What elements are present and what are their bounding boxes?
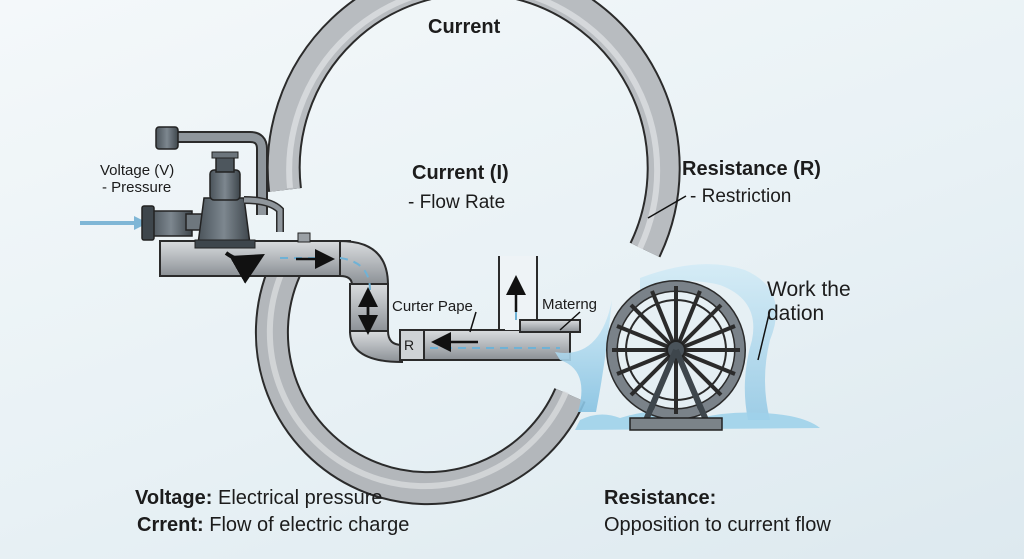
- voltage-sub: - Pressure: [102, 179, 172, 197]
- top-arc-pipe: [266, 0, 681, 258]
- input-arrow: [80, 216, 148, 230]
- work-line-2: dation: [767, 302, 825, 326]
- pump-valve: [141, 126, 311, 249]
- voltage-title: Voltage (V): [100, 162, 175, 179]
- flow-arrows: [224, 249, 526, 352]
- legend-resistance-term: Resistance:: [604, 487, 717, 509]
- current-top-label: Current: [428, 16, 501, 38]
- legend-right: Resistance: Opposition to current flow: [604, 485, 831, 539]
- curter-pape-label: Curter Pape: [392, 298, 473, 315]
- work-line-1: Work the: [767, 278, 851, 301]
- water-wheel: [606, 280, 746, 431]
- bottom-arc-pipe: [254, 263, 586, 506]
- legend-voltage-def: Electrical pressure: [217, 487, 383, 509]
- legend-current-row: Crrent: Flow of electric charge: [135, 512, 409, 539]
- leader-lines: [469, 195, 771, 361]
- r-marker-label: R: [404, 337, 415, 353]
- restriction-label: - Restriction: [690, 186, 792, 207]
- materng-label: Materng: [542, 296, 598, 313]
- legend-voltage-row: Voltage: Electrical pressure: [135, 485, 409, 512]
- resistance-label: Resistance (R): [682, 158, 821, 180]
- legend-resistance-def: Opposition to current flow: [604, 514, 831, 536]
- legend-voltage-term: Voltage:: [135, 487, 213, 509]
- flow-rate-label: - Flow Rate: [408, 192, 506, 213]
- work-label: Work the dation: [767, 278, 851, 326]
- legend-left: Voltage: Electrical pressure Crrent: Flo…: [135, 485, 409, 539]
- legend-current-term: Crrent:: [137, 514, 204, 536]
- voltage-label: Voltage (V) - Pressure: [100, 162, 174, 197]
- current-i-label: Current (I): [412, 162, 509, 184]
- legend-current-def: Flow of electric charge: [209, 514, 410, 536]
